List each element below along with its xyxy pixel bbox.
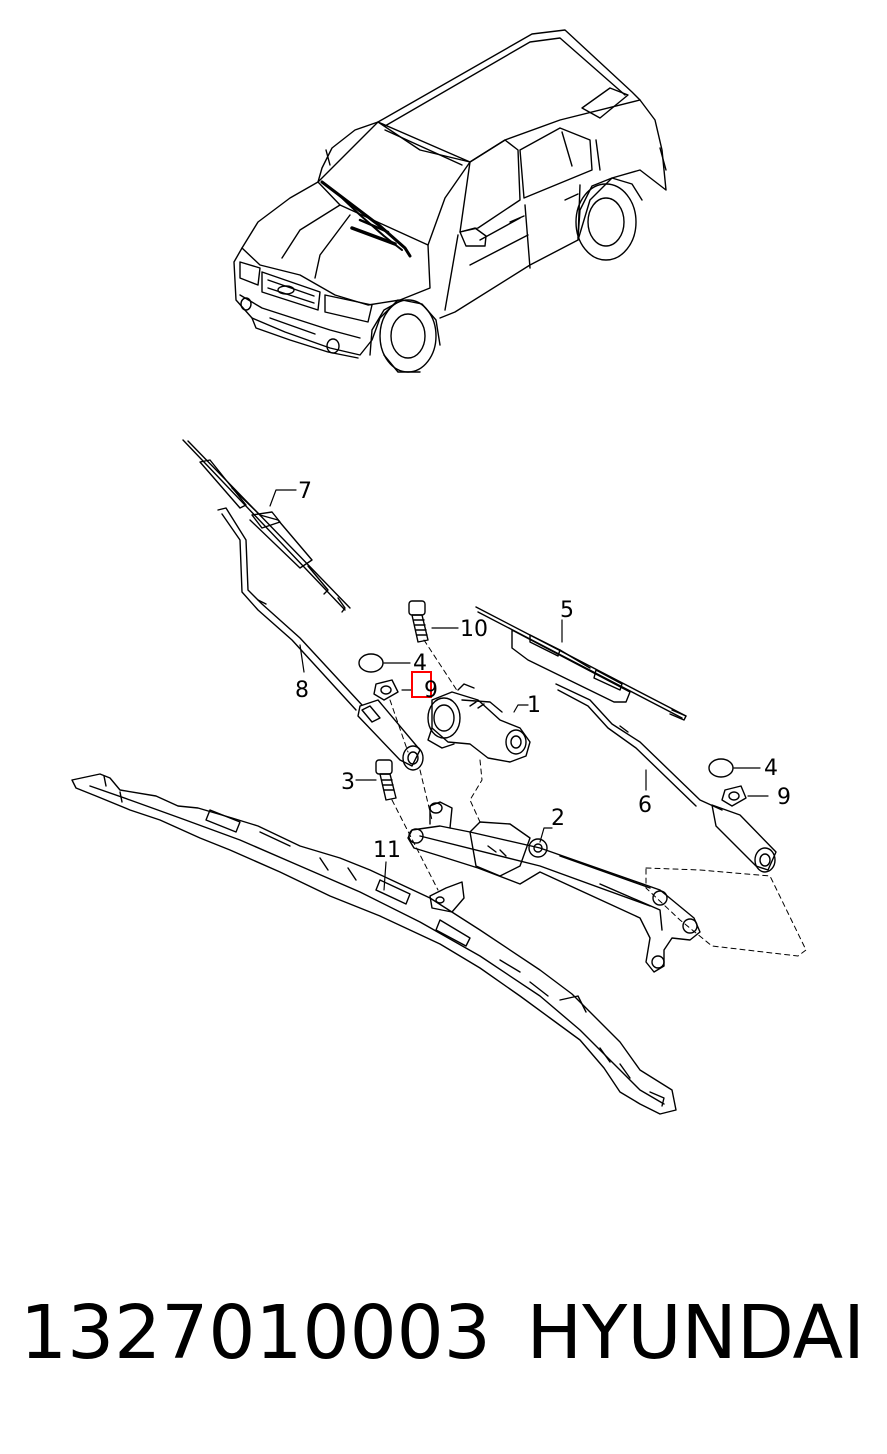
wiper-arm-8 [217, 507, 424, 771]
callout-11: 11 [373, 838, 401, 863]
bolt-10 [408, 600, 429, 643]
wiper-blade-7 [182, 439, 351, 613]
cap-4-right [708, 758, 734, 778]
callout-9-left: 9 [424, 678, 438, 703]
part-number: 1327010003 [20, 1290, 491, 1376]
nut-9-left [373, 679, 399, 701]
dashed-leader-lines [389, 639, 807, 957]
callout-5: 5 [560, 598, 574, 623]
cowl-panel-11 [71, 773, 677, 1115]
bolt-3 [375, 759, 397, 801]
linkage-2 [407, 801, 701, 973]
callout-9-right: 9 [777, 785, 791, 810]
callout-7: 7 [298, 479, 312, 504]
wiper-motor-1 [427, 683, 531, 763]
vehicle-illustration [233, 29, 667, 373]
brand-name: HYUNDAI [526, 1290, 866, 1376]
callout-8: 8 [295, 678, 309, 703]
callout-leader-lines [269, 489, 769, 891]
wiper-arm-6 [555, 683, 777, 873]
cap-4-left [358, 653, 384, 673]
callout-1: 1 [527, 693, 541, 718]
callout-4-left: 4 [413, 651, 427, 676]
nut-9-right [721, 785, 747, 807]
wiper-blade-5 [475, 606, 687, 721]
parts-diagram: 7 10 5 4 9 1 8 4 9 6 3 2 11 [71, 29, 807, 1115]
callout-3: 3 [341, 770, 355, 795]
callout-6: 6 [638, 793, 652, 818]
callout-2: 2 [551, 806, 565, 831]
callout-4-right: 4 [764, 756, 778, 781]
callout-10: 10 [460, 617, 488, 642]
highlight-marker [411, 671, 432, 698]
